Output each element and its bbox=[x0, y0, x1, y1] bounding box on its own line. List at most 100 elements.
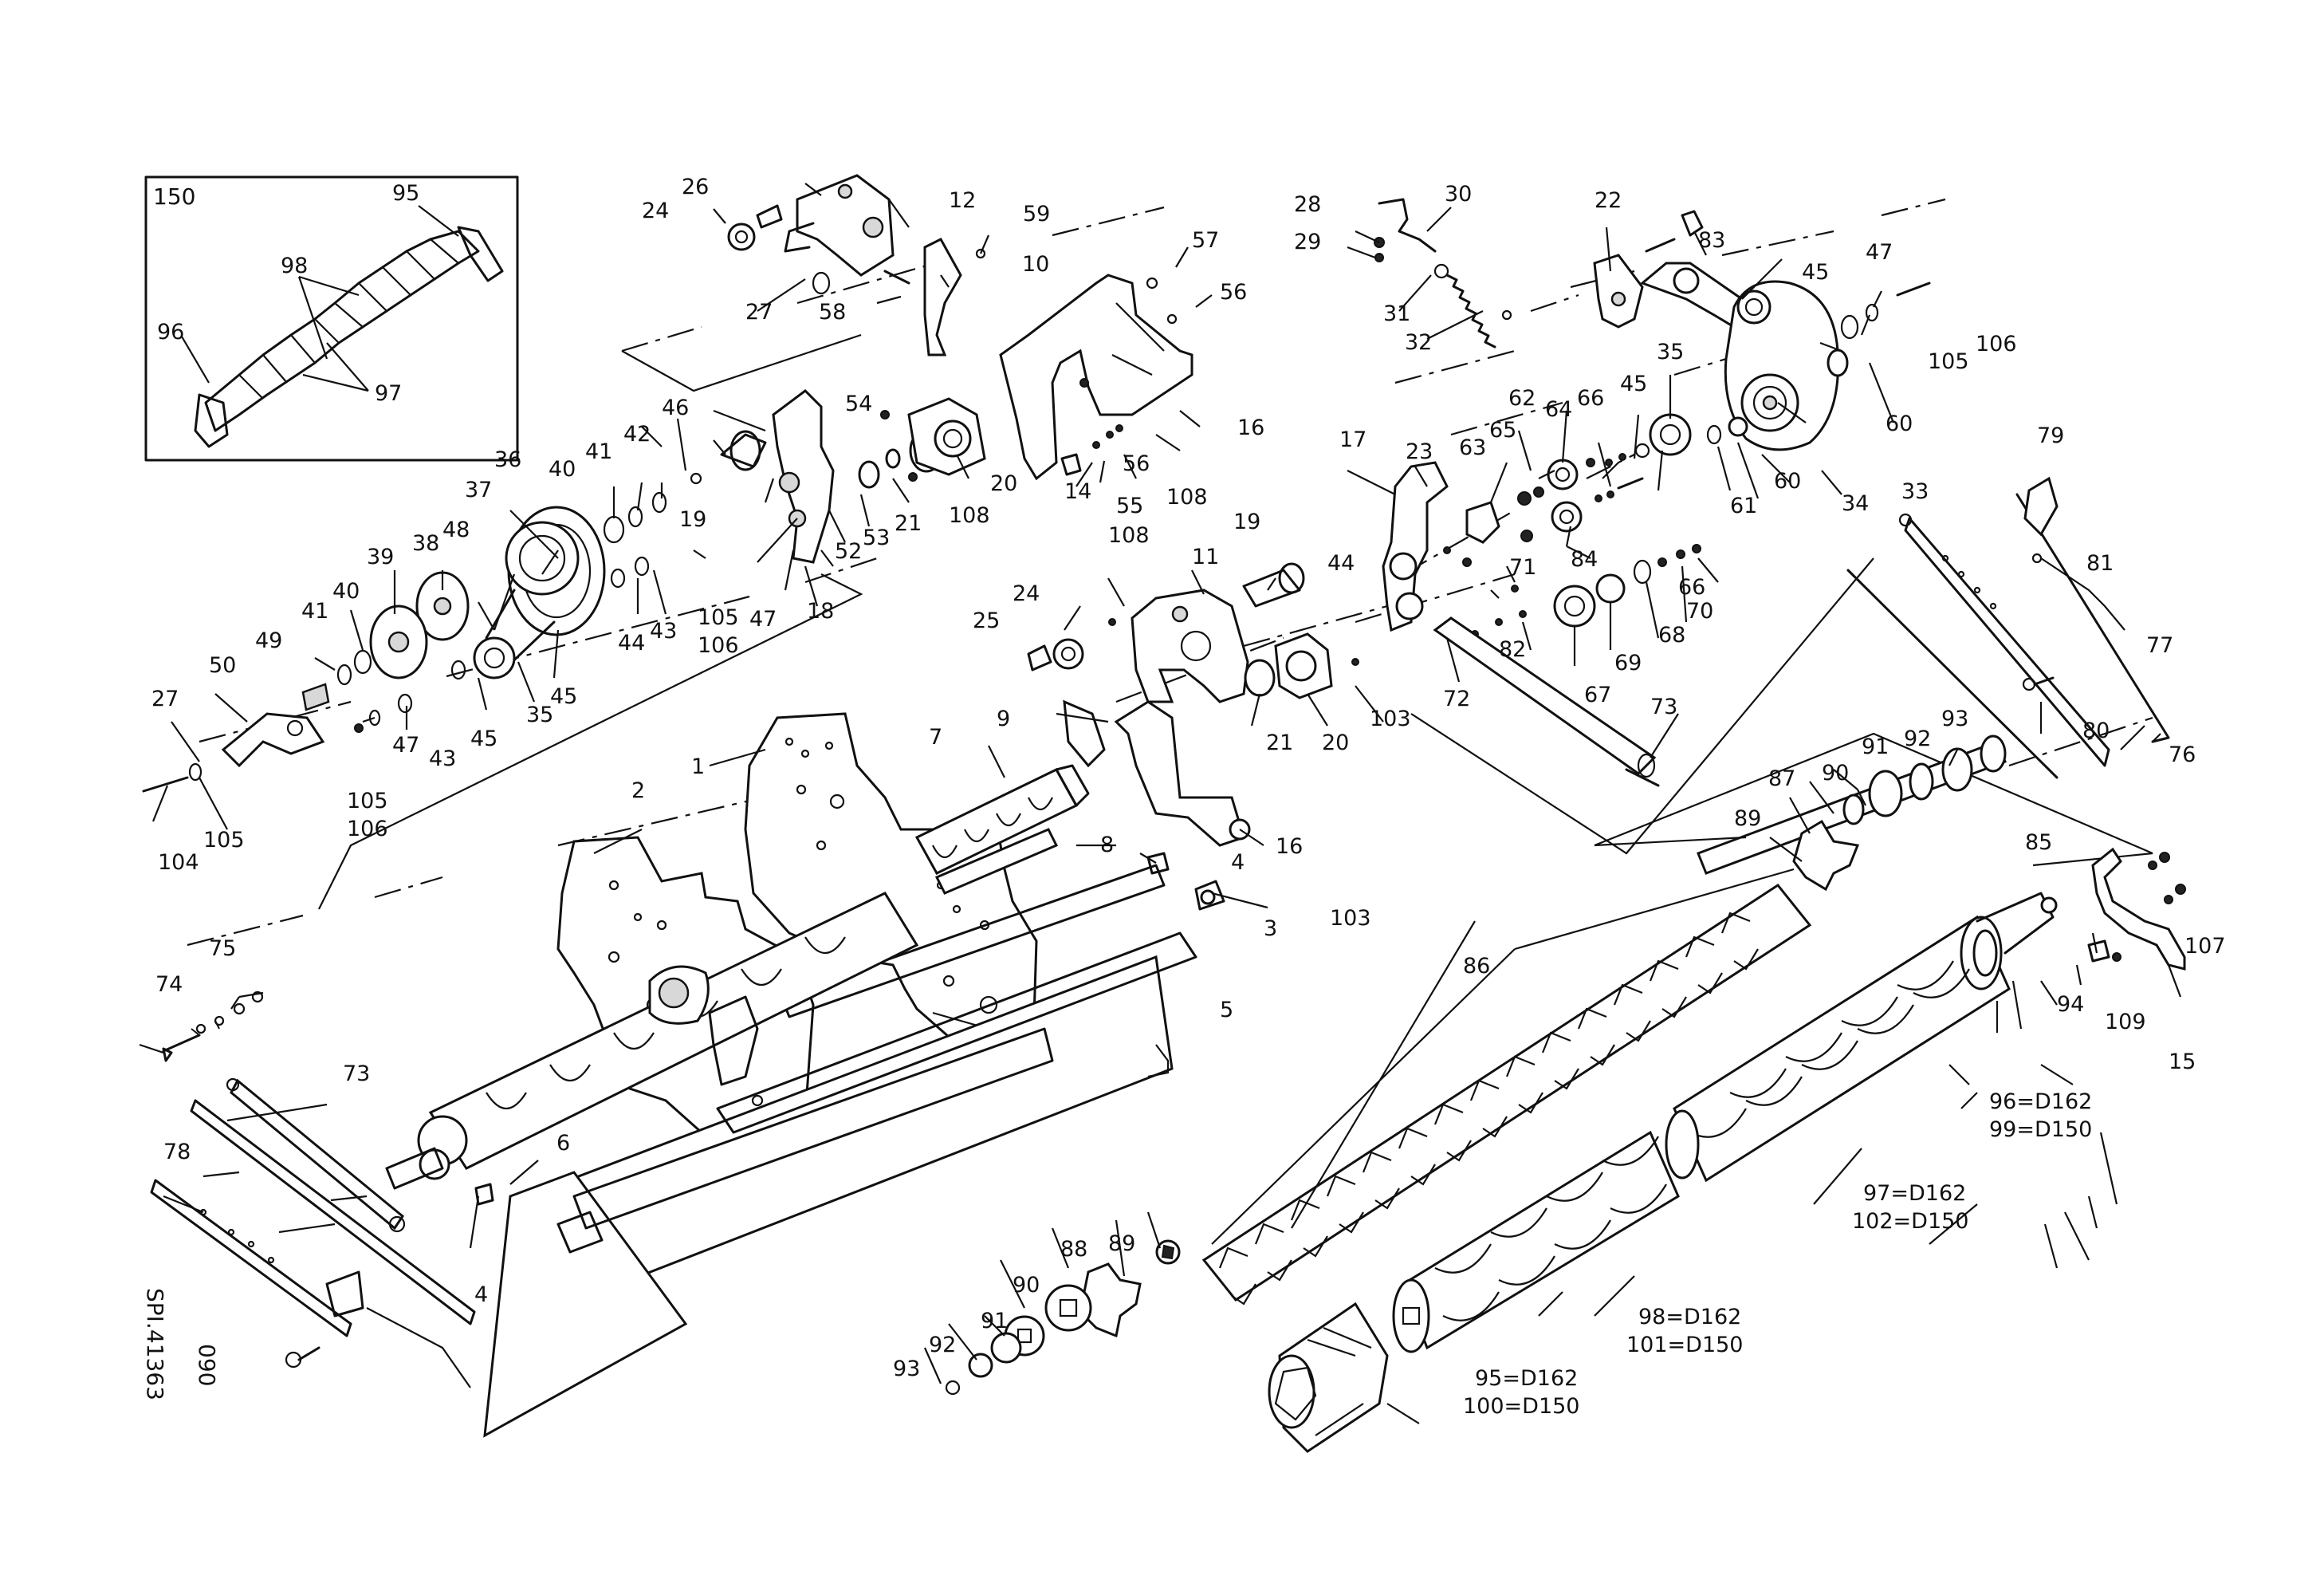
label-50: 50 bbox=[209, 653, 236, 678]
leader-lines bbox=[139, 183, 2182, 1424]
label-83: 83 bbox=[1698, 228, 1725, 253]
label-3: 3 bbox=[1264, 916, 1277, 941]
label-103-upper: 103 bbox=[1370, 707, 1411, 731]
label-56-lower: 56 bbox=[1123, 451, 1150, 476]
label-108-left: 108 bbox=[949, 503, 990, 528]
label-44-left: 44 bbox=[618, 631, 645, 656]
label-84: 84 bbox=[1571, 547, 1598, 572]
label-65: 65 bbox=[1489, 418, 1516, 443]
variant-97: 97=D162 bbox=[1863, 1181, 1966, 1206]
label-71: 71 bbox=[1509, 555, 1536, 580]
label-39: 39 bbox=[367, 545, 394, 569]
label-57: 57 bbox=[1192, 228, 1219, 253]
label-14: 14 bbox=[1064, 479, 1091, 504]
label-31: 31 bbox=[1383, 301, 1410, 326]
label-92-left: 92 bbox=[929, 1333, 956, 1357]
label-29: 29 bbox=[1294, 230, 1321, 254]
label-97-inset: 97 bbox=[375, 381, 402, 406]
label-94: 94 bbox=[2057, 992, 2084, 1017]
label-70: 70 bbox=[1686, 599, 1713, 624]
label-22: 22 bbox=[1595, 188, 1622, 213]
label-91-right: 91 bbox=[1862, 734, 1889, 759]
label-73-left: 73 bbox=[343, 1061, 370, 1086]
label-4-upper: 4 bbox=[1231, 850, 1245, 875]
variant-labels: 96=D162 99=D150 97=D162 102=D150 98=D162… bbox=[1463, 1089, 2092, 1419]
label-49: 49 bbox=[255, 628, 282, 653]
label-86: 86 bbox=[1463, 954, 1490, 979]
label-62: 62 bbox=[1508, 386, 1536, 411]
label-45-lower: 45 bbox=[470, 727, 497, 751]
label-60-center: 60 bbox=[1774, 469, 1801, 494]
label-19-left: 19 bbox=[679, 507, 706, 532]
label-41-upper: 41 bbox=[585, 439, 612, 464]
label-78: 78 bbox=[163, 1140, 191, 1164]
label-42: 42 bbox=[623, 422, 651, 447]
label-58: 58 bbox=[819, 300, 846, 325]
label-24-upper: 24 bbox=[642, 199, 669, 223]
label-47-left: 47 bbox=[392, 733, 419, 758]
label-93-right: 93 bbox=[1941, 707, 1968, 731]
label-107: 107 bbox=[2184, 934, 2226, 959]
label-79: 79 bbox=[2037, 423, 2064, 448]
label-52: 52 bbox=[835, 539, 862, 564]
label-59: 59 bbox=[1023, 202, 1050, 226]
label-45-upperright: 45 bbox=[1802, 260, 1829, 285]
label-47-right: 47 bbox=[1866, 240, 1893, 265]
label-5: 5 bbox=[1220, 998, 1233, 1022]
label-103-lower: 103 bbox=[1330, 906, 1371, 931]
label-43-lower: 43 bbox=[429, 746, 456, 771]
label-60-right: 60 bbox=[1886, 412, 1913, 436]
label-95-inset: 95 bbox=[392, 181, 419, 206]
label-26: 26 bbox=[682, 175, 709, 199]
label-48: 48 bbox=[442, 518, 470, 542]
label-75: 75 bbox=[209, 936, 236, 961]
label-108-right: 108 bbox=[1166, 485, 1208, 510]
label-67: 67 bbox=[1584, 683, 1611, 707]
label-8: 8 bbox=[1100, 833, 1114, 857]
label-15: 15 bbox=[2169, 1050, 2196, 1074]
assembly-routing-lines bbox=[318, 333, 2153, 910]
right-tensioner-group bbox=[1846, 476, 2170, 779]
label-73-right: 73 bbox=[1650, 695, 1677, 719]
label-63: 63 bbox=[1459, 435, 1486, 460]
label-92-right: 92 bbox=[1904, 727, 1931, 751]
label-82: 82 bbox=[1499, 637, 1526, 662]
label-55: 55 bbox=[1116, 494, 1143, 518]
left-tensioner-group bbox=[150, 990, 476, 1388]
label-74: 74 bbox=[155, 972, 183, 997]
label-105-left: 105 bbox=[203, 828, 245, 853]
inset-assembly-150: 150 95 98 96 97 bbox=[144, 175, 519, 462]
label-90-left: 90 bbox=[1013, 1273, 1040, 1298]
label-21-upper: 21 bbox=[895, 511, 922, 536]
center-bracket-group bbox=[727, 174, 1359, 847]
label-89-left: 89 bbox=[1108, 1231, 1135, 1256]
label-20-upper: 20 bbox=[990, 471, 1017, 496]
label-104: 104 bbox=[158, 850, 199, 875]
label-27-upper: 27 bbox=[745, 300, 773, 325]
label-54: 54 bbox=[845, 392, 872, 416]
label-1: 1 bbox=[691, 754, 705, 779]
label-9: 9 bbox=[997, 707, 1010, 731]
part-labels: 1 2 3 4 4 5 6 7 8 9 10 11 12 14 15 16 16… bbox=[151, 175, 2226, 1381]
label-38: 38 bbox=[412, 531, 439, 556]
label-25: 25 bbox=[973, 608, 1000, 633]
label-18: 18 bbox=[807, 599, 834, 624]
label-85: 85 bbox=[2025, 830, 2052, 855]
label-20-lower: 20 bbox=[1322, 731, 1349, 755]
label-53: 53 bbox=[863, 526, 890, 550]
label-47-center: 47 bbox=[749, 607, 777, 632]
label-56-upper: 56 bbox=[1220, 280, 1247, 305]
label-93-left: 93 bbox=[893, 1357, 920, 1381]
label-106-right: 106 bbox=[1976, 332, 2017, 356]
label-76: 76 bbox=[2169, 742, 2196, 767]
label-69: 69 bbox=[1614, 651, 1642, 675]
label-4-lower: 4 bbox=[474, 1282, 488, 1307]
label-23: 23 bbox=[1406, 439, 1433, 464]
label-88: 88 bbox=[1060, 1237, 1087, 1262]
label-68: 68 bbox=[1658, 623, 1685, 648]
label-10: 10 bbox=[1022, 252, 1049, 277]
label-41-lower: 41 bbox=[301, 599, 328, 624]
label-64: 64 bbox=[1545, 397, 1572, 422]
label-87: 87 bbox=[1768, 766, 1795, 791]
